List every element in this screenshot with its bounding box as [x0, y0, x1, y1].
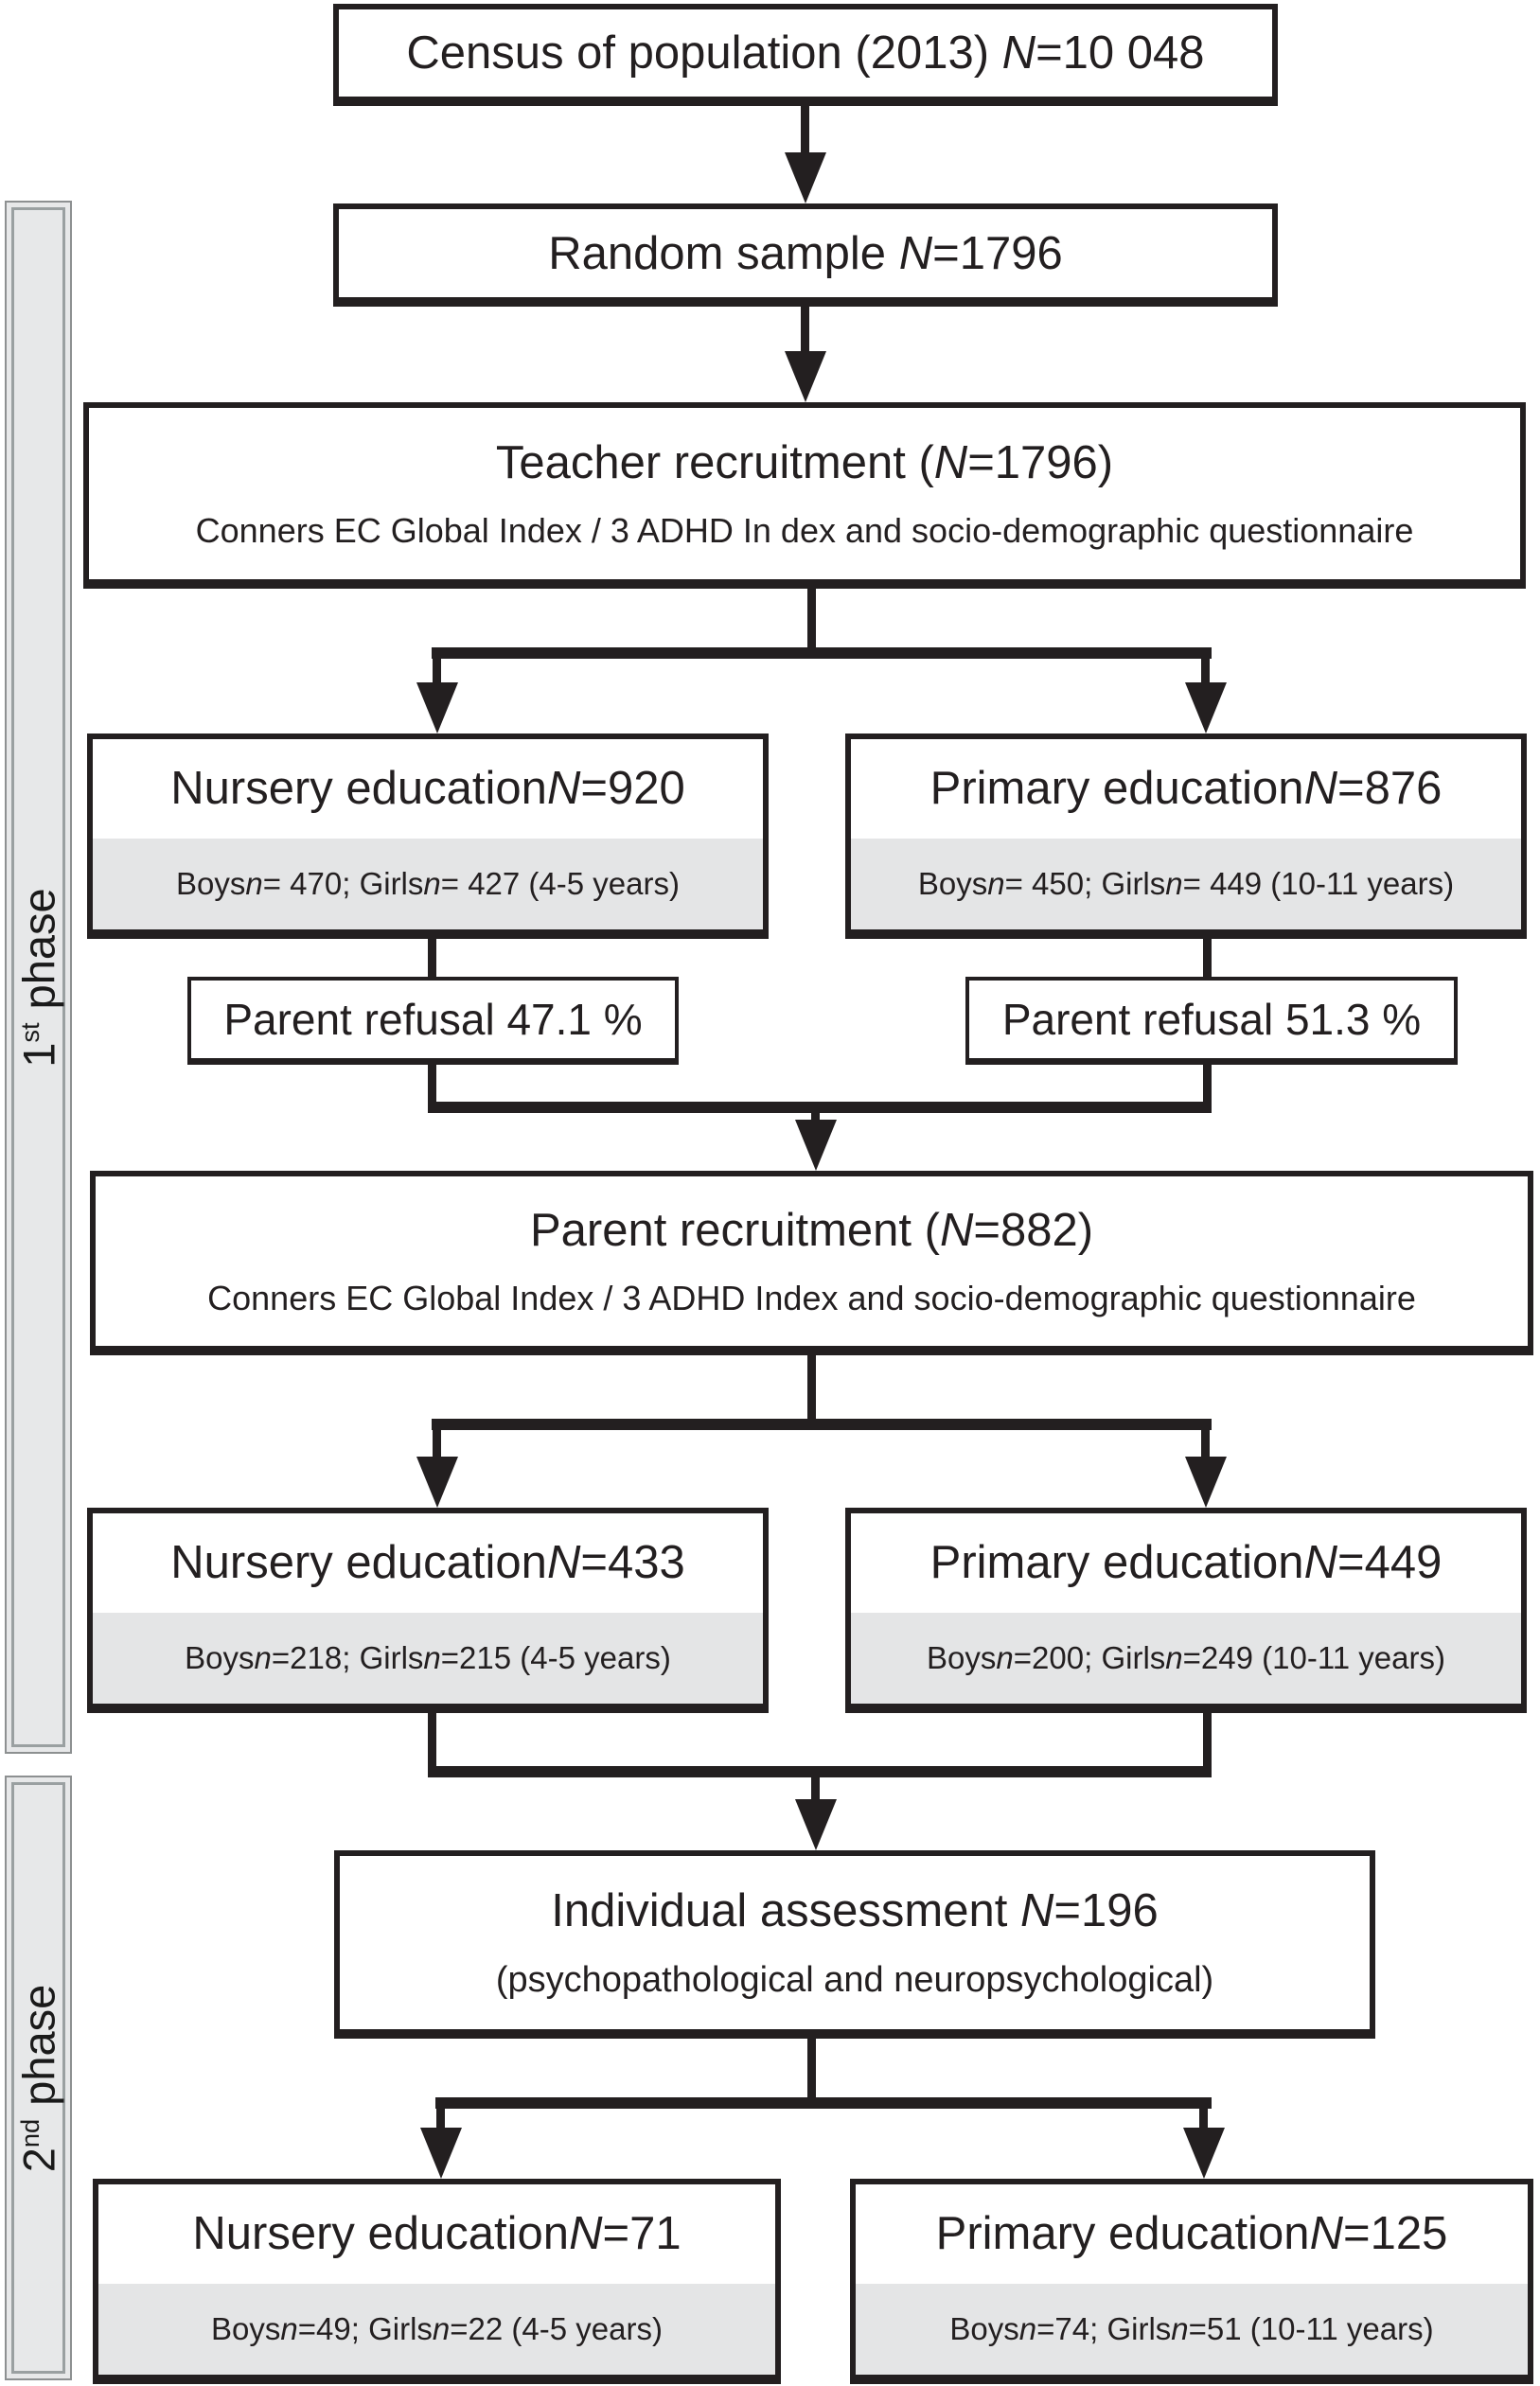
parent-refusal-primary-label: Parent refusal 51.3 % [1001, 995, 1422, 1044]
primary-education-1-detail: Boys n= 450; Girls n= 449 (10-11 years) [851, 838, 1521, 929]
nursery-education-1-title: Nursery education N=920 [170, 763, 685, 815]
census-box: Census of population (2013) N=10 048 [333, 4, 1278, 102]
phase-1-bar: 1st phase [5, 201, 72, 1754]
phase-1-number: 1 [13, 1042, 63, 1068]
connector-line [1203, 1709, 1212, 1777]
connector-line [432, 647, 1212, 659]
individual-assessment-subtitle: (psychopathological and neuropsychologic… [495, 1960, 1214, 2000]
random-sample-box: Random sample N=1796 [333, 203, 1278, 303]
connector-line [811, 1776, 820, 1802]
primary-education-3-title: Primary education N=125 [935, 2208, 1448, 2260]
parent-refusal-nursery-label: Parent refusal 47.1 % [223, 995, 643, 1044]
arrowhead-icon [785, 152, 826, 203]
phase-2-word: phase [13, 1984, 63, 2106]
teacher-recruitment-title: Teacher recruitment (N=1796) [495, 436, 1114, 488]
phase-1-ordinal: st [14, 1021, 44, 1043]
individual-assessment-title: Individual assessment N=196 [551, 1885, 1159, 1936]
phase-1-word: phase [13, 887, 63, 1009]
arrowhead-icon [416, 1457, 458, 1508]
connector-line [811, 1111, 820, 1124]
phase-2-number: 2 [13, 2147, 63, 2172]
primary-education-2-box: Primary education N=449 Boys n=200; Girl… [845, 1508, 1527, 1709]
primary-education-3-detail: Boys n=74; Girls n=51 (10-11 years) [856, 2283, 1528, 2375]
nursery-education-1-box: Nursery education N=920 Boys n= 470; Gir… [87, 733, 769, 935]
teacher-recruitment-subtitle: Conners EC Global Index / 3 ADHD In dex … [195, 511, 1414, 551]
arrowhead-icon [795, 1120, 837, 1171]
nursery-education-3-detail: Boys n=49; Girls n=22 (4-5 years) [98, 2283, 775, 2375]
connector-line [433, 657, 441, 685]
connector-line [807, 585, 816, 653]
nursery-education-2-title: Nursery education N=433 [170, 1537, 685, 1589]
connector-line [432, 1419, 1212, 1430]
connector-line [807, 2035, 816, 2103]
arrowhead-icon [1185, 682, 1227, 733]
phase-2-ordinal: nd [14, 2118, 44, 2147]
primary-education-1-title: Primary education N=876 [929, 763, 1443, 815]
connector-line [807, 1352, 816, 1424]
arrowhead-icon [1183, 2128, 1225, 2179]
connector-line [801, 303, 809, 355]
connector-line [1199, 2107, 1208, 2130]
connector-line [435, 2097, 1212, 2109]
primary-education-2-detail: Boys n=200; Girls n=249 (10-11 years) [851, 1612, 1521, 1704]
arrowhead-icon [795, 1799, 837, 1850]
connector-line [433, 1428, 441, 1458]
connector-line [1203, 1060, 1212, 1113]
connector-line [428, 1709, 436, 1777]
primary-education-1-box: Primary education N=876 Boys n= 450; Gir… [845, 733, 1527, 935]
parent-refusal-nursery-box: Parent refusal 47.1 % [187, 977, 679, 1062]
phase-2-label: 2nd phase [12, 1984, 64, 2172]
connector-line [436, 2107, 445, 2130]
nursery-education-1-detail: Boys n= 470; Girls n= 427 (4-5 years) [93, 838, 763, 929]
connector-line [428, 935, 436, 979]
nursery-education-3-box: Nursery education N=71 Boys n=49; Girls … [93, 2179, 781, 2380]
arrowhead-icon [1185, 1457, 1227, 1508]
teacher-recruitment-box: Teacher recruitment (N=1796) Conners EC … [83, 402, 1526, 585]
connector-line [428, 1766, 1212, 1777]
parent-recruitment-box: Parent recruitment (N=882) Conners EC Gl… [90, 1171, 1533, 1352]
connector-line [1203, 935, 1212, 979]
phase-2-bar: 2nd phase [5, 1776, 72, 2380]
arrowhead-icon [416, 682, 458, 733]
nursery-education-3-title: Nursery education N=71 [192, 2208, 681, 2260]
connector-line [801, 98, 809, 155]
nursery-education-2-detail: Boys n=218; Girls n=215 (4-5 years) [93, 1612, 763, 1704]
parent-refusal-primary-box: Parent refusal 51.3 % [965, 977, 1458, 1062]
connector-line [428, 1060, 436, 1113]
nursery-education-2-box: Nursery education N=433 Boys n=218; Girl… [87, 1508, 769, 1709]
random-sample-title: Random sample N=1796 [548, 227, 1063, 279]
connector-line [428, 1102, 1212, 1113]
primary-education-3-box: Primary education N=125 Boys n=74; Girls… [850, 2179, 1533, 2380]
census-title: Census of population (2013) N=10 048 [406, 27, 1205, 79]
arrowhead-icon [785, 351, 826, 402]
parent-recruitment-subtitle: Conners EC Global Index / 3 ADHD Index a… [207, 1279, 1416, 1317]
primary-education-2-title: Primary education N=449 [929, 1537, 1443, 1589]
connector-line [1201, 1428, 1210, 1458]
parent-recruitment-title: Parent recruitment (N=882) [529, 1205, 1094, 1256]
individual-assessment-box: Individual assessment N=196 (psychopatho… [334, 1850, 1375, 2035]
phase-1-label: 1st phase [12, 888, 64, 1067]
connector-line [1201, 657, 1210, 685]
arrowhead-icon [420, 2128, 462, 2179]
